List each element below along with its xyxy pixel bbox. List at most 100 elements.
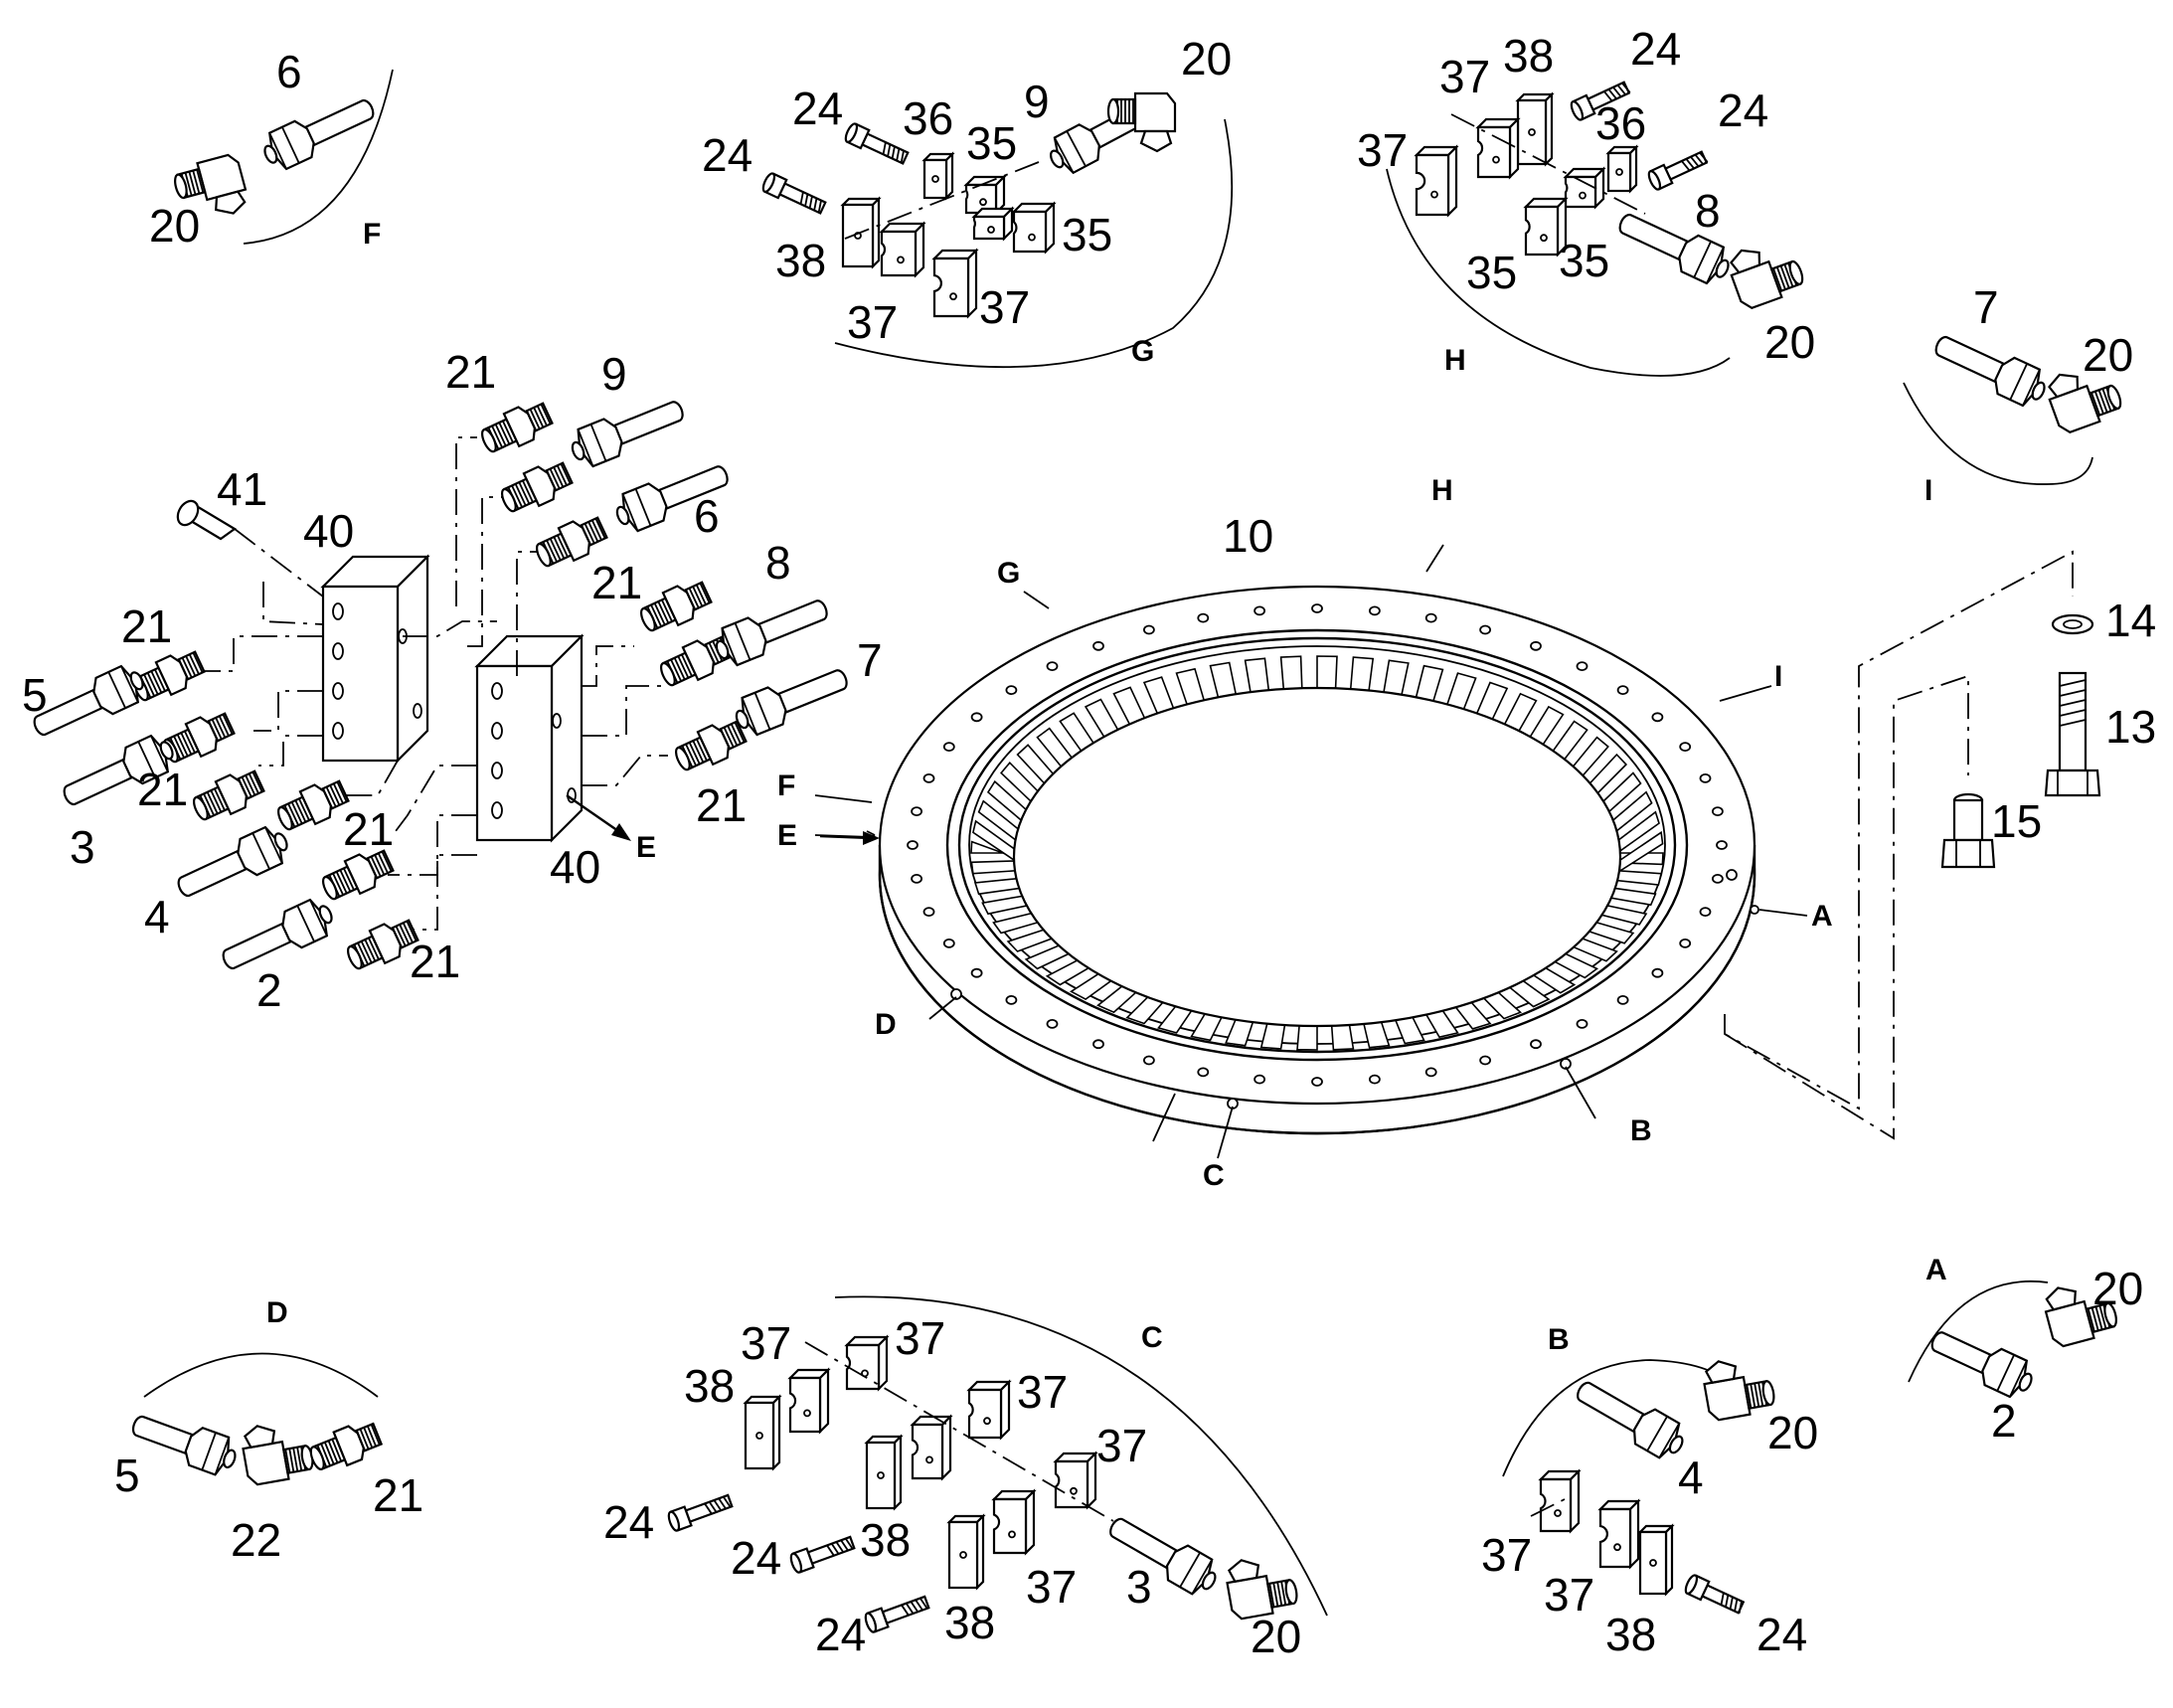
label-10: 10 [1223,510,1273,562]
bolt-13-head [2044,769,2101,797]
label-D-22: 22 [231,1514,281,1566]
label-H-37b: 37 [1357,124,1408,176]
elbow-fitting [174,153,248,215]
clamp-half [1563,166,1606,210]
thread-line [695,584,707,605]
thread-line [901,1604,910,1617]
clamp-side [1446,144,1458,218]
label-G-9: 9 [1024,76,1050,127]
elbow-hex [1730,249,1761,274]
clamp-hole [1492,155,1500,164]
label-H-35b: 35 [1559,235,1609,286]
thread-line [332,873,344,896]
label-detail-A: A [1925,1254,1947,1286]
axis-line [1530,1495,1572,1517]
ring-bolt-hole [1616,995,1629,1005]
nut-face [715,639,730,660]
ring-bolt-hole [1716,840,1728,850]
clamp-side [1508,116,1520,180]
ring-bolt-hole [1197,612,1210,623]
thread-line [363,1427,374,1449]
clamp-plate [1515,91,1555,167]
hose-end-fitting [615,465,729,533]
elbow-fitting [1703,1360,1775,1422]
port-b-mark [1560,1058,1572,1070]
block-port [332,642,344,660]
socket-bolt [761,172,827,215]
elbow-face [1761,1380,1775,1407]
thread-line [830,1543,840,1555]
thread-line [367,1425,377,1448]
thread-line [692,740,705,764]
bolt-head-face [844,122,859,143]
thread-line [557,534,569,558]
thread-line [1725,1595,1730,1608]
thread-line [1746,1384,1753,1409]
elbow-fitting [2044,1286,2117,1348]
elbow-hex [1704,1360,1738,1384]
thread-line [887,144,892,157]
thread-line [370,856,382,877]
hose-pipe [1934,335,2012,387]
elbow-face [174,173,188,200]
axis-line [1450,113,1646,215]
label-I-20: 20 [2083,329,2133,381]
thread-line [1276,1582,1283,1607]
thread-line [215,717,227,739]
clamp-side [1628,1498,1640,1570]
detail-D: D 5 22 21 [114,1296,423,1566]
ring-bolt-hole [1369,605,1381,616]
label-3: 3 [70,821,95,873]
nut-face [2018,1372,2033,1392]
thread-line [549,538,562,561]
label-B-38: 38 [1605,1609,1656,1660]
ring-bolt-hole [1254,605,1265,616]
thread-line [296,1447,303,1471]
hose-pipe [750,599,828,647]
axis-line [844,161,1040,240]
label-C: C [1203,1159,1225,1192]
thread-line [1612,86,1622,97]
label-detail-I: I [1924,474,1932,507]
label-C-37e: 37 [1026,1561,1077,1613]
hose-end-fitting [715,599,828,667]
label-C-24c: 24 [815,1609,866,1660]
port-d-mark [950,988,962,1000]
clamp-face [932,256,970,318]
nut-face [1715,258,1730,278]
thread-line [540,404,552,425]
label-A-20: 20 [2092,1263,2143,1314]
plate-hole [877,1471,885,1479]
label-G-24b: 24 [702,129,752,181]
label-C-24a: 24 [603,1496,654,1548]
thread-line [143,674,155,697]
thread-line [359,1428,370,1451]
plate-hole [959,1551,967,1559]
thread-line [713,1499,723,1511]
thread-line [673,657,686,680]
clamp-side [818,1367,830,1435]
thread-line [840,1539,849,1552]
thread-line [905,1603,915,1615]
adapter-face [309,1446,325,1470]
label-C-37d: 37 [1096,1420,1147,1471]
clamp-hole [1430,190,1438,199]
ring-bolt-hole [1616,685,1629,695]
hose-pipe [177,846,254,898]
thread-line [511,485,523,508]
label-C-20: 20 [1251,1611,1301,1662]
thread-line [688,742,701,765]
thread-line [329,784,341,806]
thread-line [331,1439,343,1462]
ring-bolt-hole [1712,874,1724,884]
nut-edge [137,735,169,778]
thread-line [294,799,307,823]
thread-line [491,426,503,448]
nut-face [615,505,630,526]
clamp-hole [897,256,905,264]
ring-bolt-hole [911,874,922,884]
thread-line [514,483,527,506]
label-2: 2 [256,964,282,1016]
nut-face [159,741,174,761]
thread-line [245,774,256,796]
